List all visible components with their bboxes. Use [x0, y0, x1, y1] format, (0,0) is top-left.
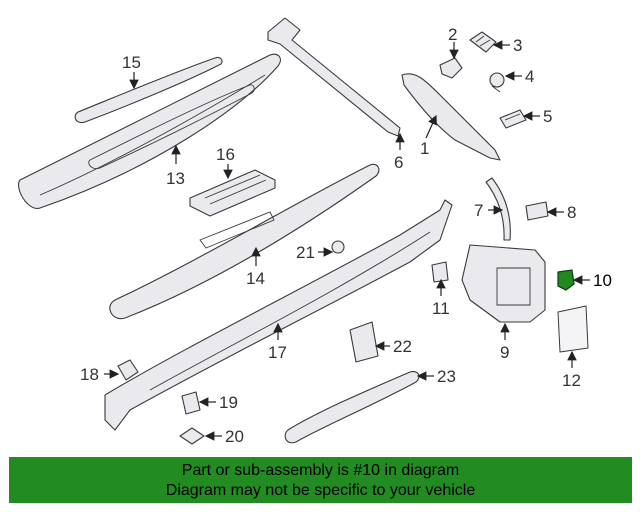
part-info-banner: Part or sub-assembly is #10 in diagram D… [9, 457, 632, 503]
part-18-clip[interactable] [117, 359, 139, 381]
part-10-highlighted-clip[interactable] [557, 269, 575, 291]
callout-11: 11 [432, 299, 450, 318]
part-2-clip[interactable] [439, 57, 463, 79]
part-5-screw[interactable] [499, 109, 527, 129]
callout-15: 15 [122, 53, 141, 72]
callout-17: 17 [268, 343, 287, 362]
part-7-curved-strip[interactable] [485, 177, 511, 241]
callout-7: 7 [474, 201, 483, 220]
part-4-push-pin[interactable] [489, 72, 505, 93]
callout-5: 5 [543, 107, 552, 126]
callout-12: 12 [562, 371, 581, 390]
part-23-sill-trim[interactable] [284, 371, 420, 444]
parts-diagram: 15 13 16 6 1 2 3 4 5 7 8 10 11 9 12 14 2… [18, 17, 612, 446]
callout-10: 10 [593, 271, 612, 290]
callout-14: 14 [246, 269, 265, 288]
callout-4: 4 [525, 67, 534, 86]
part-20-pad[interactable] [179, 427, 205, 445]
part-17-bracket[interactable] [104, 199, 453, 431]
callout-18: 18 [80, 365, 99, 384]
part-12-pad[interactable] [557, 305, 589, 353]
part-21-grommet[interactable] [331, 240, 345, 254]
callout-1: 1 [420, 139, 429, 158]
callout-16: 16 [216, 145, 235, 164]
callout-23: 23 [437, 367, 456, 386]
callout-9: 9 [500, 343, 509, 362]
callout-8: 8 [567, 203, 576, 222]
banner-line-1: Part or sub-assembly is #10 in diagram [181, 462, 460, 479]
callout-20: 20 [225, 427, 244, 446]
part-9-quarter-trim[interactable] [461, 244, 546, 323]
part-15-trim-strip[interactable] [74, 56, 223, 124]
callout-2: 2 [448, 25, 457, 44]
part-22-bracket[interactable] [349, 321, 379, 363]
part-6-support-rod[interactable] [267, 17, 401, 137]
part-16-vent[interactable] [189, 169, 276, 217]
banner-line-2: Diagram may not be specific to your vehi… [165, 482, 476, 499]
callout-3: 3 [513, 36, 522, 55]
callout-13: 13 [166, 169, 185, 188]
part-14-side-trim[interactable] [109, 163, 380, 320]
callout-6: 6 [394, 153, 403, 172]
callout-19: 19 [219, 393, 238, 412]
leader-1 [425, 114, 437, 139]
callout-22: 22 [393, 337, 412, 356]
part-1-pillar-trim[interactable] [401, 73, 501, 161]
part-19-hook[interactable] [181, 391, 201, 415]
part-13-rear-panel[interactable] [18, 53, 281, 209]
part-8-pin[interactable] [525, 201, 549, 221]
part-3-plate[interactable] [469, 31, 497, 53]
part-11-small-bracket[interactable] [431, 261, 449, 283]
callout-21: 21 [296, 243, 315, 262]
